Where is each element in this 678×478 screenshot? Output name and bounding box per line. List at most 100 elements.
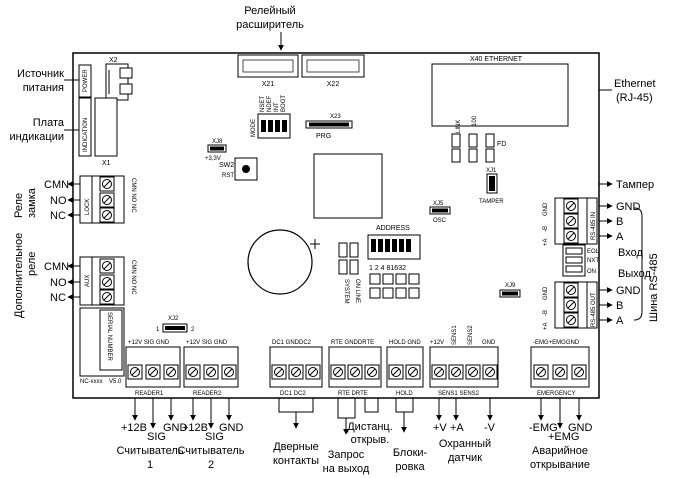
xj8-label: XJ8 <box>212 139 223 145</box>
xj9-label: XJ9 <box>505 283 516 289</box>
reader2-label: READER2 <box>193 391 222 397</box>
remote-open-label-1: Дистанц. <box>347 421 393 433</box>
eol-jumpers: EOL NXT ON <box>562 244 600 277</box>
emergency-terminal: -EMG+EMGGND EMERGENCY <box>530 340 590 397</box>
mode-opt-boot: BOOT <box>281 95 287 112</box>
x22-label: X22 <box>327 81 340 88</box>
eol-label: EOL <box>587 249 600 255</box>
emergency-label: EMERGENCY <box>537 391 576 397</box>
indication-conn-label: INDICATION <box>83 118 89 152</box>
on-label: ON <box>587 269 596 275</box>
rs485-in-a: +A <box>543 238 549 246</box>
x1-label: X1 <box>102 160 111 167</box>
sens-12v: +12V <box>430 340 444 346</box>
lock-terms-label: CMN NO NC <box>130 178 136 213</box>
relay-extender-label-1: Релейный <box>244 5 295 17</box>
reader2-num: 2 <box>208 459 214 471</box>
ethernet-leds: LINK 100 FD <box>451 115 506 163</box>
sens-v-label: +V <box>433 422 447 434</box>
reader2-terms: +12V SIG GND <box>186 340 228 346</box>
power-source-label-2: питания <box>23 82 64 94</box>
power-label: POWER <box>83 69 89 92</box>
r1-12v-label: +12В <box>121 422 147 434</box>
lock-relay-terminal: LOCK CMN NO NC <box>79 175 136 224</box>
prg-label: PRG <box>316 133 331 140</box>
lock-no-label: NO <box>50 195 67 207</box>
door-contacts-label-1: Дверные <box>273 441 319 453</box>
exit-request-label-1: Запрос <box>328 449 365 461</box>
dc-bottom-label: DC1 DC2 <box>280 391 306 397</box>
sw2-reset-button: SW2 RST <box>219 157 258 181</box>
rs485-out-terminal: GND -B +A RS-485 OUT <box>543 281 598 330</box>
rj45-label: (RJ-45) <box>616 92 653 104</box>
input-label: Вход <box>618 247 643 259</box>
nxt-label: NXT <box>587 258 599 264</box>
rte-terminal: RTE GNDDRTE RTE DRTE <box>328 340 382 397</box>
lock-relay-label-2: замка <box>26 187 38 218</box>
x2-power-connector: X2 POWER <box>78 57 133 101</box>
x40-ethernet-port: X40 ETHERNET <box>431 56 569 127</box>
indication-label-2: индикации <box>9 131 64 143</box>
sens2-top: SENS2 <box>468 325 474 345</box>
rte-terms: RTE GNDDRTE <box>331 340 374 346</box>
lock-nc-label: NC <box>50 210 66 222</box>
indication-label-1: Плата <box>33 117 65 129</box>
aux-cmn-label: CMN <box>44 261 69 273</box>
tamper-label: Тампер <box>616 179 654 191</box>
aux-relay-terminal: AUX CMN NO NC <box>79 256 136 306</box>
rst-label: RST <box>222 173 234 179</box>
serial-number-label: SERIAL NUMBER <box>106 312 112 361</box>
r2-12v-label: +12В <box>182 422 208 434</box>
x23-label: X23 <box>330 114 341 120</box>
rs485-out-gnd-label: GND <box>616 285 641 297</box>
mode-opt-int: INT <box>274 102 280 112</box>
xj1-tamper-jumper: XJ1 TAMPER <box>479 168 504 205</box>
x22-connector: X22 <box>301 54 365 88</box>
r2-gnd-label: GND <box>219 422 244 434</box>
rs485-out-b-label: B <box>616 300 623 312</box>
relay-extender-label-2: расширитель <box>236 19 304 31</box>
alarm-sensor-label-1: Охранный <box>439 438 491 450</box>
sens1-top: SENS1 <box>452 325 458 345</box>
rs485-in-terminal: GND -B +A RS-485 IN <box>543 197 598 246</box>
online-label: ON LINE <box>354 279 360 303</box>
reader1-title: Считыватель <box>116 445 183 457</box>
sens-gnd: GND <box>482 340 496 346</box>
lock-relay-label-1: Реле <box>13 193 25 218</box>
x21-connector: X21 <box>237 54 299 88</box>
serial-number-plate: SERIAL NUMBER NC-xxxx V5.0 <box>79 307 125 385</box>
power-source-label-1: Источник <box>17 68 64 80</box>
aux-nc-label: NC <box>50 292 66 304</box>
rs485-out-b: -B <box>543 310 549 316</box>
rs485-in-b: -B <box>543 226 549 232</box>
aux-terms-label: CMN NO NC <box>130 260 136 295</box>
mode-opt-nset: NSET <box>260 96 266 112</box>
r1-sig-label: SIG <box>147 431 166 443</box>
rte-bottom-label: RTE DRTE <box>338 391 368 397</box>
hold-terminal: HOLD GND HOLD <box>386 340 424 397</box>
x40-label: X40 ETHERNET <box>470 56 523 63</box>
x21-label: X21 <box>262 81 275 88</box>
xj2-pin2: 2 <box>191 327 195 333</box>
version-label: V5.0 <box>109 379 122 385</box>
mcu-chip <box>313 153 383 219</box>
xj5-osc-jumper: XJ5 OSC <box>429 201 451 224</box>
reader2-terminal: +12V SIG GND READER2 <box>183 340 239 397</box>
alarm-sensor-label-2: датчик <box>448 452 482 464</box>
mode-label: MODE <box>251 119 257 137</box>
sens-bottom-label: SENS1 SENS2 <box>438 391 480 397</box>
xj8-jumper: XJ8 +3,3V <box>205 139 227 162</box>
reader1-label: READER1 <box>135 391 164 397</box>
status-leds: SYSTEM ON LINE <box>338 242 360 304</box>
system-label: SYSTEM <box>343 279 349 304</box>
reader1-terms: +12V SIG GND <box>128 340 170 346</box>
plus-emg-label: +EMG <box>548 431 579 443</box>
rs485-out-a: +A <box>543 322 549 330</box>
rs485-in-gnd-label: GND <box>616 201 641 213</box>
emergency-open-label-2: открывание <box>530 459 590 471</box>
rs485-in-b-label: B <box>616 216 623 228</box>
exit-request-label-2: на выход <box>323 463 370 475</box>
emg-terms: -EMG+EMGGND <box>533 340 580 346</box>
door-contacts-label-2: контакты <box>273 455 319 467</box>
